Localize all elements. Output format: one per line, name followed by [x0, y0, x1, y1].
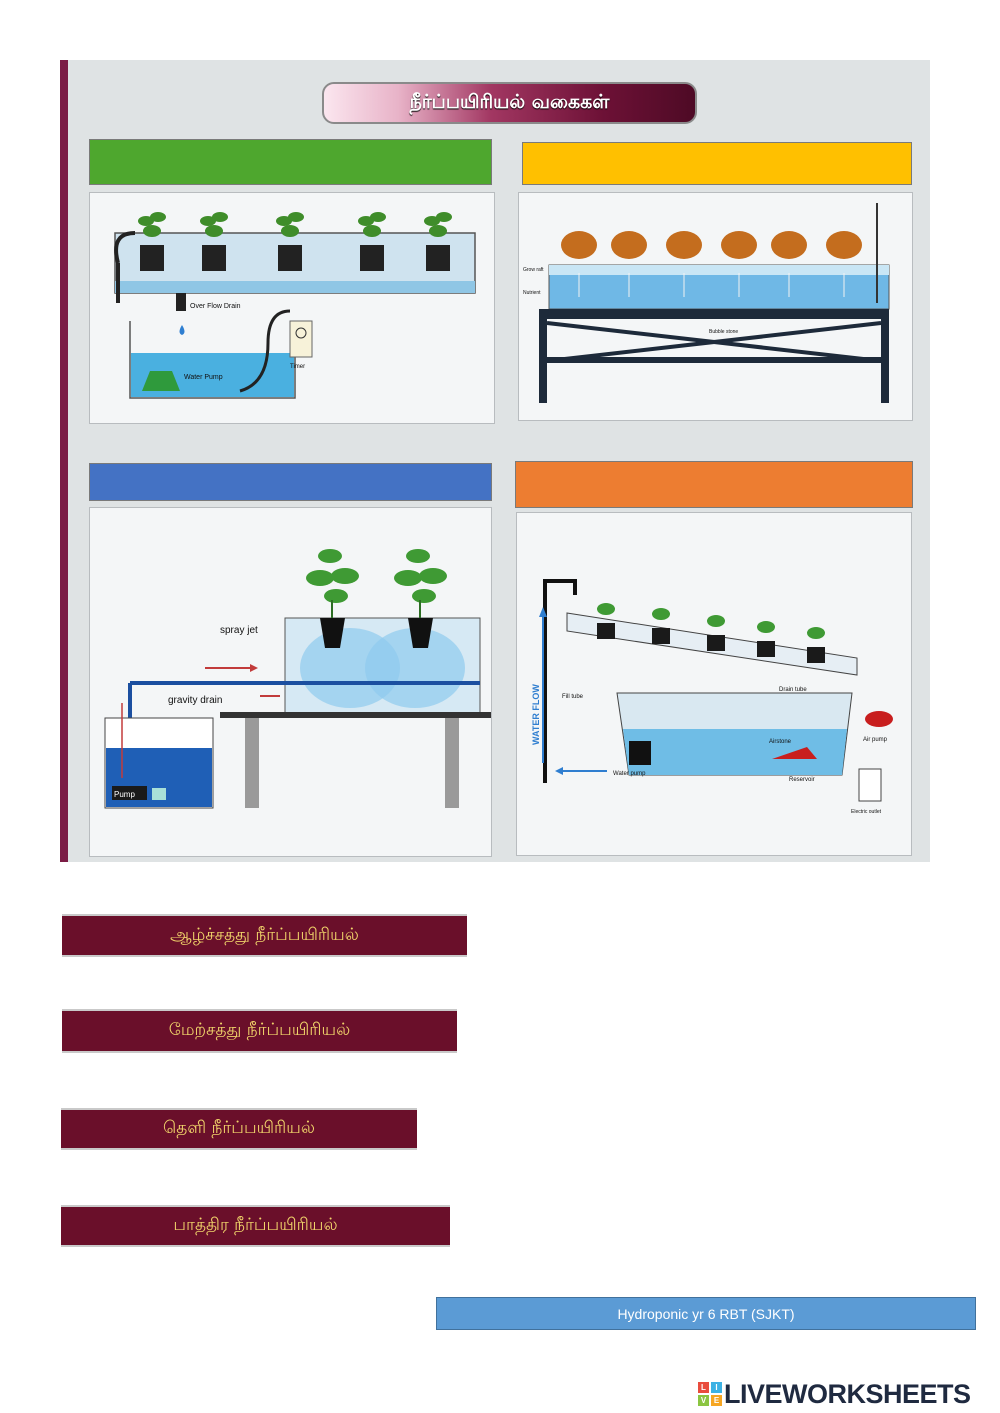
brand-letter: L: [698, 1382, 709, 1393]
aeroponic-illustration: spray jet gravity drain Pump: [104, 549, 491, 809]
diagram-panel-overflow: Over Flow Drain Water Pump Timer: [89, 192, 495, 424]
brand-grid-icon: L I V E: [698, 1382, 722, 1406]
reservoir-label: Reservoir: [789, 777, 815, 783]
liveworksheets-logo: L I V E LIVEWORKSHEETS: [698, 1378, 971, 1410]
word-tile-container[interactable]: பாத்திர நீர்ப்பயிரியல்: [61, 1205, 450, 1247]
poster-title: நீர்ப்பயிரியல் வகைகள்: [409, 90, 610, 113]
nutrient-label: Nutrient: [523, 290, 541, 296]
timer-label: Timer: [290, 364, 305, 370]
grow-raft-label: Grow raft: [523, 267, 544, 273]
brand-letter: V: [698, 1395, 709, 1406]
brand-letter: E: [711, 1395, 722, 1406]
airstone-label: Airstone: [769, 739, 792, 745]
fill-tube-label: Fill tube: [562, 694, 584, 700]
deep-water-illustration: Grow raft Nutrient Bubble stone: [523, 203, 890, 403]
spray-jet-label: spray jet: [220, 625, 258, 636]
brand-name: LIVEWORKSHEETS: [724, 1378, 971, 1409]
diagram-panel-deep-water: Grow raft Nutrient Bubble stone: [518, 192, 913, 421]
diagram-panel-nutrient-film: WATER FLOW Fill tube Drain tube Airstone…: [516, 512, 912, 856]
dropzone-bottom-right[interactable]: [515, 461, 913, 508]
drain-tube-label: Drain tube: [779, 687, 807, 693]
air-pump-label: Air pump: [863, 737, 888, 743]
gravity-drain-label: gravity drain: [168, 695, 222, 706]
credit-text: Hydroponic yr 6 RBT (SJKT): [617, 1305, 795, 1322]
word-tile-label: மேற்சத்து நீர்ப்பயிரியல்: [168, 1020, 351, 1040]
word-tile-deep-water[interactable]: ஆழ்ச்சத்து நீர்ப்பயிரியல்: [62, 914, 467, 957]
overflow-system-illustration: Over Flow Drain Water Pump Timer: [114, 212, 476, 399]
overflow-drain-label: Over Flow Drain: [190, 303, 241, 310]
water-flow-label: WATER FLOW: [531, 684, 541, 745]
word-tile-aeroponic[interactable]: தெளி நீர்ப்பயிரியல்: [61, 1108, 417, 1150]
poster-title-banner: நீர்ப்பயிரியல் வகைகள்: [322, 82, 697, 124]
word-tile-label: ஆழ்ச்சத்து நீர்ப்பயிரியல்: [170, 924, 359, 945]
dropzone-top-left[interactable]: [89, 139, 492, 185]
outlet-label: Electric outlet: [851, 809, 882, 815]
pump-label: Pump: [114, 790, 135, 799]
water-pump-label-4: Water pump: [613, 771, 646, 777]
water-pump-label: Water Pump: [184, 374, 223, 381]
dropzone-top-right[interactable]: [522, 142, 912, 185]
nutrient-film-illustration: WATER FLOW Fill tube Drain tube Airstone…: [531, 579, 893, 815]
poster-edge: [60, 60, 68, 862]
brand-letter: I: [711, 1382, 722, 1393]
dropzone-bottom-left[interactable]: [89, 463, 492, 501]
bubble-stone-label: Bubble stone: [709, 329, 738, 335]
worksheet-credit: Hydroponic yr 6 RBT (SJKT): [436, 1297, 976, 1330]
diagram-panel-aeroponic: spray jet gravity drain Pump: [89, 507, 492, 857]
word-tile-label: பாத்திர நீர்ப்பயிரியல்: [173, 1215, 338, 1235]
word-tile-top-feed[interactable]: மேற்சத்து நீர்ப்பயிரியல்: [62, 1009, 457, 1053]
word-tile-label: தெளி நீர்ப்பயிரியல்: [163, 1118, 315, 1138]
